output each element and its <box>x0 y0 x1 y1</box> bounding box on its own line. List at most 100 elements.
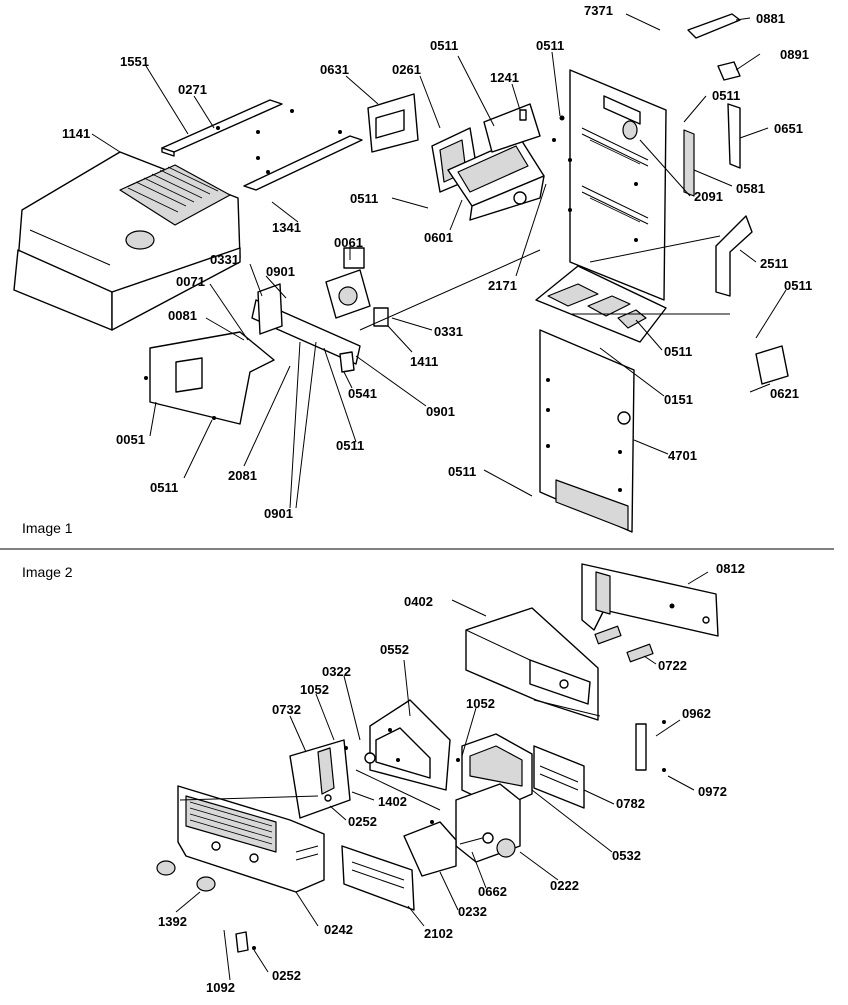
part-1141-bucket <box>13 151 241 331</box>
label-0732: 0732 <box>272 702 301 717</box>
label-1341: 1341 <box>272 220 301 235</box>
part-0601-icemaker <box>447 103 545 221</box>
label-0261: 0261 <box>392 62 421 77</box>
label-2091: 2091 <box>694 189 723 204</box>
image-1-leader-lines <box>91 13 787 509</box>
part-evaporator-panel <box>552 69 667 301</box>
part-0322-actuator <box>355 752 441 811</box>
label-0151: 0151 <box>664 392 693 407</box>
image-2-screws <box>252 720 666 950</box>
label-0271: 0271 <box>178 82 207 97</box>
part-0732-bracket <box>289 739 351 819</box>
part-0541-part <box>339 351 355 373</box>
part-0662-spring <box>459 832 494 845</box>
label-0541: 0541 <box>348 386 377 401</box>
part-1551-rail <box>161 99 294 157</box>
label-0901: 0901 <box>266 264 295 279</box>
label-1092: 1092 <box>206 980 235 995</box>
part-0402-housing <box>465 607 599 721</box>
label-0511: 0511 <box>150 480 178 495</box>
part-0331-frame <box>251 283 361 365</box>
label-0071: 0071 <box>176 274 205 289</box>
caption-image-2: Image 2 <box>22 564 73 580</box>
label-2511: 2511 <box>760 256 788 271</box>
label-0962: 0962 <box>682 706 711 721</box>
label-2171: 2171 <box>488 278 517 293</box>
part-0962-strip <box>635 723 647 771</box>
label-0722: 0722 <box>658 658 687 673</box>
part-0651-trim <box>727 103 741 169</box>
label-0322: 0322 <box>322 664 351 679</box>
label-0511: 0511 <box>336 438 364 453</box>
label-0331: 0331 <box>210 252 239 267</box>
part-2511-trim <box>715 215 753 297</box>
label-0252: 0252 <box>272 968 301 983</box>
part-0621-bracket <box>755 345 789 385</box>
label-0651: 0651 <box>774 121 803 136</box>
part-0891-block <box>717 61 741 81</box>
label-0511: 0511 <box>664 344 692 359</box>
label-0061: 0061 <box>334 235 363 250</box>
label-0631: 0631 <box>320 62 349 77</box>
label-2081: 2081 <box>228 468 257 483</box>
part-0222-solenoid <box>455 783 521 863</box>
label-0232: 0232 <box>458 904 487 919</box>
part-0242-cover <box>177 785 325 893</box>
label-0532: 0532 <box>612 848 641 863</box>
part-0581-strip <box>683 129 695 197</box>
label-0402: 0402 <box>404 594 433 609</box>
part-number-labels: 7371 0881 0891 0511 0511 0511 0651 1551 … <box>62 3 812 995</box>
part-0051-housing <box>144 331 275 425</box>
label-0581: 0581 <box>736 181 765 196</box>
image-1-parts <box>13 13 789 533</box>
label-0901: 0901 <box>426 404 455 419</box>
label-0601: 0601 <box>424 230 453 245</box>
part-2102-bezel <box>341 845 415 911</box>
label-0511: 0511 <box>350 191 378 206</box>
part-1392-knobs <box>156 860 216 892</box>
label-0511: 0511 <box>536 38 564 53</box>
label-0511: 0511 <box>430 38 458 53</box>
label-0511: 0511 <box>448 464 476 479</box>
label-0511: 0511 <box>712 88 740 103</box>
label-1402: 1402 <box>378 794 407 809</box>
label-0891: 0891 <box>780 47 809 62</box>
part-0232-paddle <box>403 821 457 877</box>
label-0621: 0621 <box>770 386 799 401</box>
part-0631-bracket <box>367 93 419 153</box>
label-0881: 0881 <box>756 11 785 26</box>
label-0252: 0252 <box>348 814 377 829</box>
part-1241-clip <box>519 109 527 121</box>
label-0331: 0331 <box>434 324 463 339</box>
part-4701-cover <box>539 329 635 533</box>
label-1052: 1052 <box>300 682 329 697</box>
label-2102: 2102 <box>424 926 453 941</box>
label-0662: 0662 <box>478 884 507 899</box>
label-1392: 1392 <box>158 914 187 929</box>
part-0782-bezel <box>533 745 585 809</box>
image-2-parts <box>156 563 719 981</box>
part-0722-spacers <box>594 625 654 663</box>
part-1341-rail <box>243 130 363 191</box>
part-2091-knob <box>622 120 638 140</box>
part-0061-motor <box>325 247 371 319</box>
label-0782: 0782 <box>616 796 645 811</box>
label-1241: 1241 <box>490 70 519 85</box>
label-0511: 0511 <box>784 278 812 293</box>
label-1411: 1411 <box>410 354 438 369</box>
label-0552: 0552 <box>380 642 409 657</box>
label-1141: 1141 <box>62 126 90 141</box>
label-0081: 0081 <box>168 308 197 323</box>
image-2-leader-lines <box>175 571 709 981</box>
part-0881-rail <box>687 13 741 39</box>
caption-image-1: Image 1 <box>22 520 73 536</box>
label-0901: 0901 <box>264 506 293 521</box>
part-1411-block <box>373 307 389 327</box>
label-0812: 0812 <box>716 561 745 576</box>
label-0222: 0222 <box>550 878 579 893</box>
part-1092-clip <box>235 931 249 953</box>
part-0552-bracket <box>369 699 451 791</box>
label-7371: 7371 <box>584 3 613 18</box>
